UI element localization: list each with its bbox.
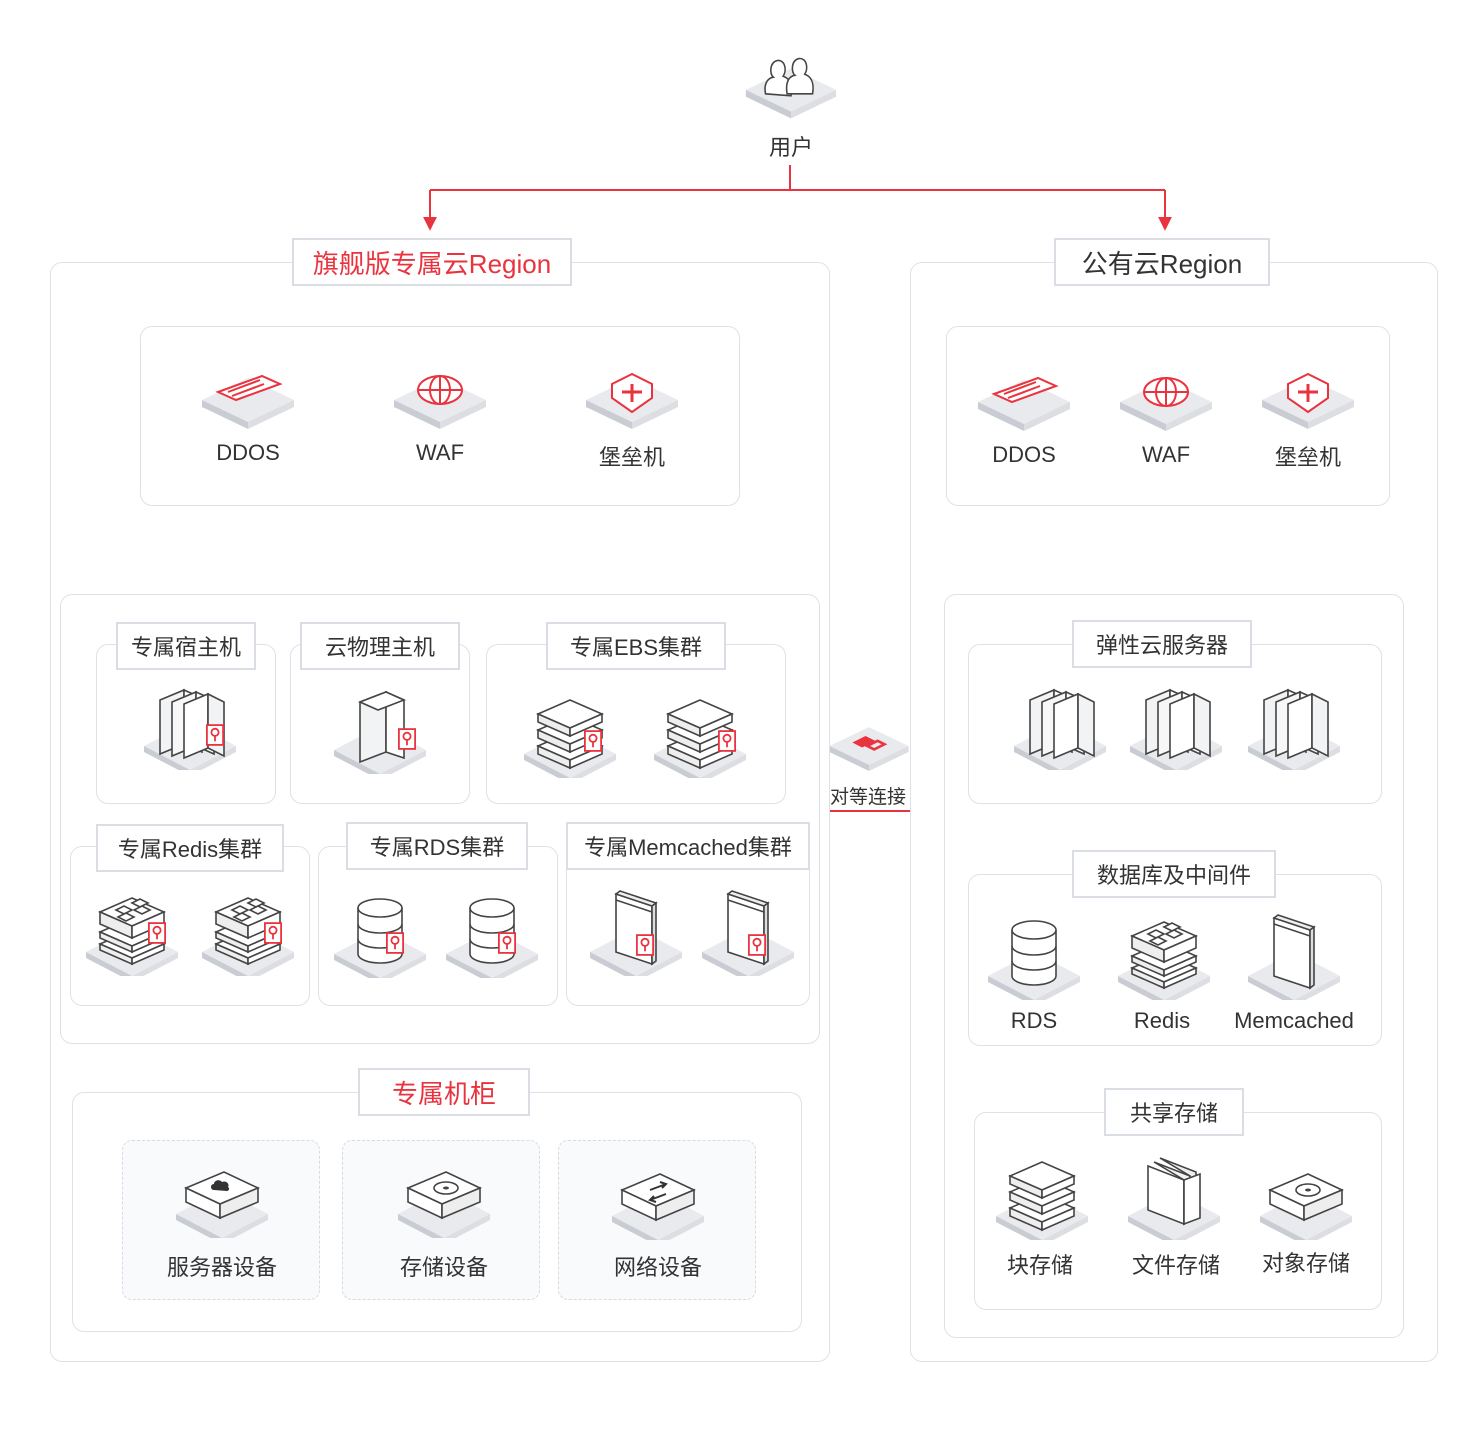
rds-icon bbox=[984, 912, 1084, 1002]
memcached-group bbox=[566, 846, 810, 1006]
ddos-icon bbox=[974, 372, 1074, 432]
ecs-server-icon-3 bbox=[1244, 682, 1344, 772]
dedicated-bastion-label: 堡垒机 bbox=[598, 445, 666, 470]
memcached-icon-2 bbox=[698, 888, 798, 978]
public-bastion-label: 堡垒机 bbox=[1274, 445, 1342, 470]
memcached-icon-1 bbox=[586, 888, 686, 978]
public-waf-label: WAF bbox=[1141, 442, 1191, 467]
bastion-icon bbox=[582, 370, 682, 430]
dedicated-host-title: 专属宿主机 bbox=[116, 622, 256, 670]
dedicated-waf-label: WAF bbox=[415, 440, 465, 465]
memcached-title: 专属Memcached集群 bbox=[566, 822, 810, 870]
object-storage-label: 对象存储 bbox=[1261, 1251, 1351, 1276]
memcached-icon bbox=[1244, 912, 1344, 1002]
rds-title: 专属RDS集群 bbox=[346, 822, 528, 870]
dedicated-region-title: 旗舰版专属云Region bbox=[292, 238, 572, 286]
ddos-icon bbox=[198, 370, 298, 430]
server-device-label: 服务器设备 bbox=[166, 1255, 278, 1280]
ebs-storage-icon-2 bbox=[650, 690, 750, 780]
public-rds-label: RDS bbox=[1010, 1008, 1058, 1033]
file-storage-label: 文件存储 bbox=[1131, 1253, 1221, 1278]
peering-icon bbox=[826, 718, 912, 774]
object-storage-icon bbox=[1256, 1152, 1356, 1242]
waf-icon bbox=[1116, 372, 1216, 432]
network-device-icon bbox=[608, 1152, 708, 1242]
ecs-server-icon-1 bbox=[1010, 682, 1110, 772]
network-device-label: 网络设备 bbox=[613, 1255, 703, 1280]
user-label: 用户 bbox=[768, 135, 814, 160]
file-storage-icon bbox=[1124, 1152, 1224, 1242]
public-redis-label: Redis bbox=[1133, 1008, 1191, 1033]
redis-title: 专属Redis集群 bbox=[96, 824, 284, 872]
public-ddos-label: DDOS bbox=[992, 442, 1056, 467]
public-region-title: 公有云Region bbox=[1054, 238, 1270, 286]
bastion-icon bbox=[1258, 370, 1358, 430]
ecs-title: 弹性云服务器 bbox=[1072, 620, 1252, 668]
peering-label: 对等连接 bbox=[829, 787, 907, 808]
waf-icon bbox=[390, 370, 490, 430]
tower-server-icon bbox=[330, 686, 430, 776]
storage-device-label: 存储设备 bbox=[399, 1255, 489, 1280]
users-icon bbox=[742, 50, 840, 122]
redis-icon-2 bbox=[198, 888, 298, 978]
bare-metal-title: 云物理主机 bbox=[300, 622, 460, 670]
redis-icon bbox=[1114, 912, 1214, 1002]
cabinet-title: 专属机柜 bbox=[358, 1068, 530, 1116]
dedicated-host-group bbox=[96, 644, 276, 804]
ecs-server-icon-2 bbox=[1126, 682, 1226, 772]
public-memcached-label: Memcached bbox=[1234, 1008, 1354, 1033]
ebs-group bbox=[486, 644, 786, 804]
rack-server-icon bbox=[140, 682, 240, 772]
storage-title: 共享存储 bbox=[1104, 1088, 1244, 1136]
ebs-storage-icon-1 bbox=[520, 690, 620, 780]
redis-icon-1 bbox=[82, 888, 182, 978]
ebs-title: 专属EBS集群 bbox=[546, 622, 726, 670]
rds-icon-1 bbox=[330, 890, 430, 980]
database-title: 数据库及中间件 bbox=[1072, 850, 1276, 898]
storage-device-icon bbox=[394, 1150, 494, 1240]
rds-icon-2 bbox=[442, 890, 542, 980]
block-storage-label: 块存储 bbox=[1006, 1253, 1074, 1278]
server-device-icon bbox=[172, 1150, 272, 1240]
block-storage-icon bbox=[992, 1152, 1092, 1242]
dedicated-ddos-label: DDOS bbox=[216, 440, 280, 465]
